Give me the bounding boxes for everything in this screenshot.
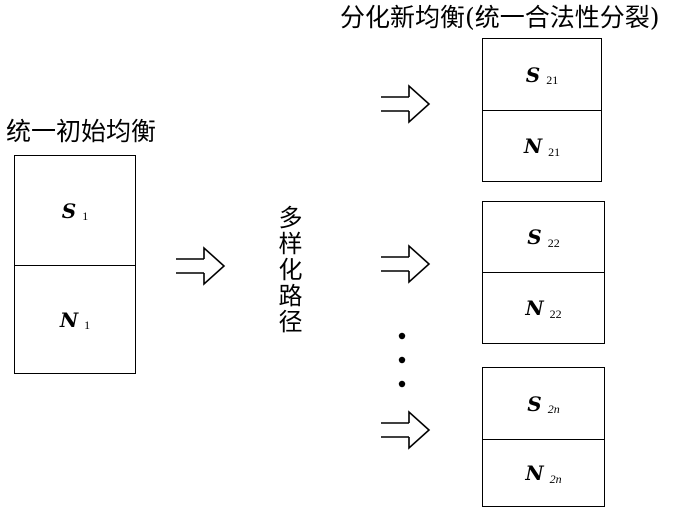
initial-s-subscript: 1 (82, 209, 89, 223)
double-right-arrow-icon (176, 246, 226, 286)
double-right-arrow-icon (381, 410, 431, 450)
result-2-s-cell: S 22 (483, 202, 604, 273)
result-n-s-subscript: 2n (547, 402, 560, 416)
result-box-n: S 2n N 2n (482, 367, 605, 507)
result-n-n-label: N (525, 461, 544, 485)
result-1-n-subscript: 21 (548, 144, 561, 159)
result-1-n-cell: N 21 (483, 111, 601, 181)
initial-s-label: S (61, 198, 77, 223)
result-n-s-cell: S 2n (483, 368, 604, 440)
initial-n-label: N (59, 307, 79, 332)
result-1-n-label: N (523, 134, 543, 158)
result-2-s-subscript: 22 (547, 235, 560, 250)
result-2-n-label: N (525, 296, 544, 320)
result-1-s-cell: S 21 (483, 39, 601, 111)
initial-n-subscript: 1 (84, 318, 91, 332)
double-right-arrow-icon (381, 244, 431, 284)
result-n-n-cell: N 2n (483, 440, 604, 506)
double-right-arrow-icon (381, 84, 431, 124)
diversified-path-label: 多样化路径 (274, 205, 302, 335)
result-2-s-label: S (527, 225, 542, 249)
result-2-n-cell: N 22 (483, 273, 604, 343)
result-n-n-subscript: 2n (549, 471, 562, 486)
result-box-1: S 21 N 21 (482, 38, 602, 182)
result-1-s-label: S (525, 62, 541, 87)
result-2-n-subscript: 22 (549, 306, 562, 321)
differentiated-equilibrium-title: 分化新均衡(统一合法性分裂) (340, 3, 660, 32)
result-n-s-label: S (527, 391, 542, 416)
initial-equilibrium-title: 统一初始均衡 (6, 117, 157, 146)
vertical-ellipsis-icon (398, 332, 406, 388)
result-1-s-subscript: 21 (546, 73, 559, 87)
result-box-2: S 22 N 22 (482, 201, 605, 344)
